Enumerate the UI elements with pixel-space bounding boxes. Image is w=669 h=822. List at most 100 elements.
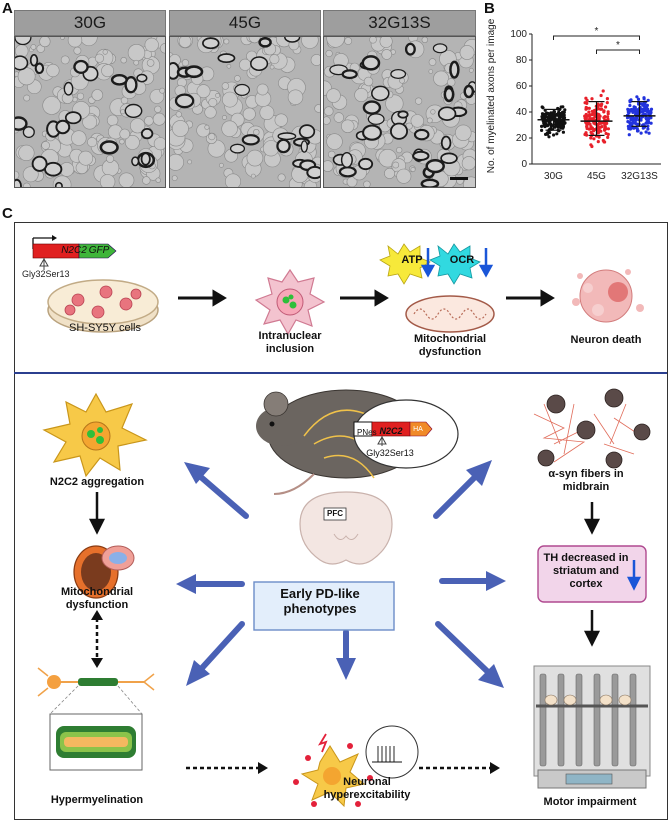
data-point: [554, 121, 558, 125]
data-point: [606, 115, 610, 119]
th-box: [537, 545, 647, 603]
data-point: [639, 102, 643, 106]
data-point: [630, 122, 634, 127]
motor-impairment-label: Motor impairment: [543, 796, 637, 808]
inclusion-label: Intranuclear inclusion: [258, 330, 322, 355]
data-point: [593, 110, 597, 115]
hyperexcitability-label: Neuronal hyperexcitability: [323, 776, 411, 801]
data-point: [549, 124, 553, 129]
data-point: [561, 130, 565, 134]
data-point: [599, 107, 603, 111]
sig-star: *: [595, 26, 599, 37]
em-image-45g: [169, 36, 321, 188]
data-point: [644, 130, 648, 134]
data-point: [646, 127, 650, 131]
y-tick-label: 60: [516, 81, 528, 92]
data-point: [642, 104, 646, 108]
data-point: [542, 123, 546, 127]
data-point: [560, 125, 564, 129]
data-point: [585, 124, 589, 128]
data-point: [635, 95, 639, 99]
data-point: [587, 110, 591, 114]
sig-bracket: [596, 49, 640, 54]
data-point: [562, 121, 567, 125]
data-point: [584, 114, 588, 118]
data-point: [602, 116, 606, 120]
data-point: [546, 115, 550, 119]
data-point: [645, 120, 649, 124]
hyperexcitable-neuron-icon: [293, 725, 419, 808]
data-point: [632, 118, 636, 122]
mouse-promoter-label: PNes: [357, 428, 377, 437]
data-point: [583, 132, 587, 137]
data-point: [647, 117, 651, 121]
data-point: [545, 124, 549, 128]
data-point: [627, 133, 631, 137]
y-tick-label: 40: [516, 107, 528, 118]
y-tick-label: 100: [510, 29, 527, 40]
mitochondrion-icon: [405, 295, 495, 333]
brain-slice-icon: [299, 491, 393, 565]
data-point: [626, 107, 630, 111]
x-tick-label: 32G13S: [621, 171, 658, 182]
data-point: [605, 101, 609, 105]
data-point: [600, 121, 605, 125]
data-point: [547, 135, 551, 139]
data-point: [592, 137, 596, 141]
construct-reporter-label: GFP: [88, 245, 110, 256]
data-point: [636, 97, 641, 101]
bottom-graphics: [37, 388, 651, 808]
data-point: [590, 144, 594, 149]
construct-gene-label: N2C2: [61, 245, 87, 256]
pfc-label: PFC: [327, 509, 343, 518]
data-point: [606, 132, 610, 136]
data-point: [597, 103, 601, 107]
inclusion-cell-icon: [254, 268, 326, 336]
data-point: [628, 103, 632, 108]
em-image-30g: [14, 36, 166, 188]
data-point: [649, 121, 653, 125]
data-point: [647, 112, 651, 116]
data-point: [559, 105, 563, 109]
data-point: [634, 122, 638, 126]
center-phenotypes-label: Early PD-like phenotypes: [280, 586, 360, 616]
data-point: [556, 112, 560, 116]
myelinated-neuron-icon: [37, 667, 155, 771]
panel-c-letter: C: [2, 205, 13, 222]
data-point: [629, 109, 633, 113]
gfp-construct: [32, 235, 117, 270]
data-point: [599, 93, 603, 98]
data-point: [601, 89, 605, 93]
data-point: [605, 121, 609, 125]
data-point: [597, 135, 601, 139]
data-point: [592, 129, 596, 133]
y-axis-label: No. of myelinated axons per image: [486, 18, 497, 173]
mouse-gene-label: N2C2: [379, 426, 403, 436]
data-point: [647, 131, 651, 135]
data-point: [632, 126, 636, 130]
data-point: [583, 101, 587, 105]
scale-bar: [450, 177, 468, 180]
data-point: [563, 108, 567, 112]
rotarod-icon: [533, 665, 651, 789]
data-point: [634, 108, 639, 112]
construct-mutation-label: Gly32Ser13: [22, 269, 70, 279]
data-point: [584, 105, 588, 110]
data-point: [589, 125, 593, 129]
data-point: [633, 105, 637, 110]
data-point: [642, 97, 646, 101]
center-box: [253, 581, 395, 631]
data-point: [545, 131, 549, 135]
data-point: [589, 130, 593, 134]
data-point: [543, 113, 547, 117]
data-point: [604, 127, 608, 131]
sh-sy5y-label: SH-SY5Y cells: [69, 322, 141, 334]
panel-b-letter: B: [484, 0, 495, 17]
data-point: [590, 97, 594, 101]
alpha-syn-fibers-icon: [533, 388, 651, 469]
em-header-45g: 45G: [169, 10, 321, 36]
down-arrow-icon: [420, 248, 494, 278]
data-point: [585, 126, 589, 131]
asyn-label: α-syn fibers in midbrain: [548, 468, 624, 493]
data-point: [552, 133, 556, 137]
